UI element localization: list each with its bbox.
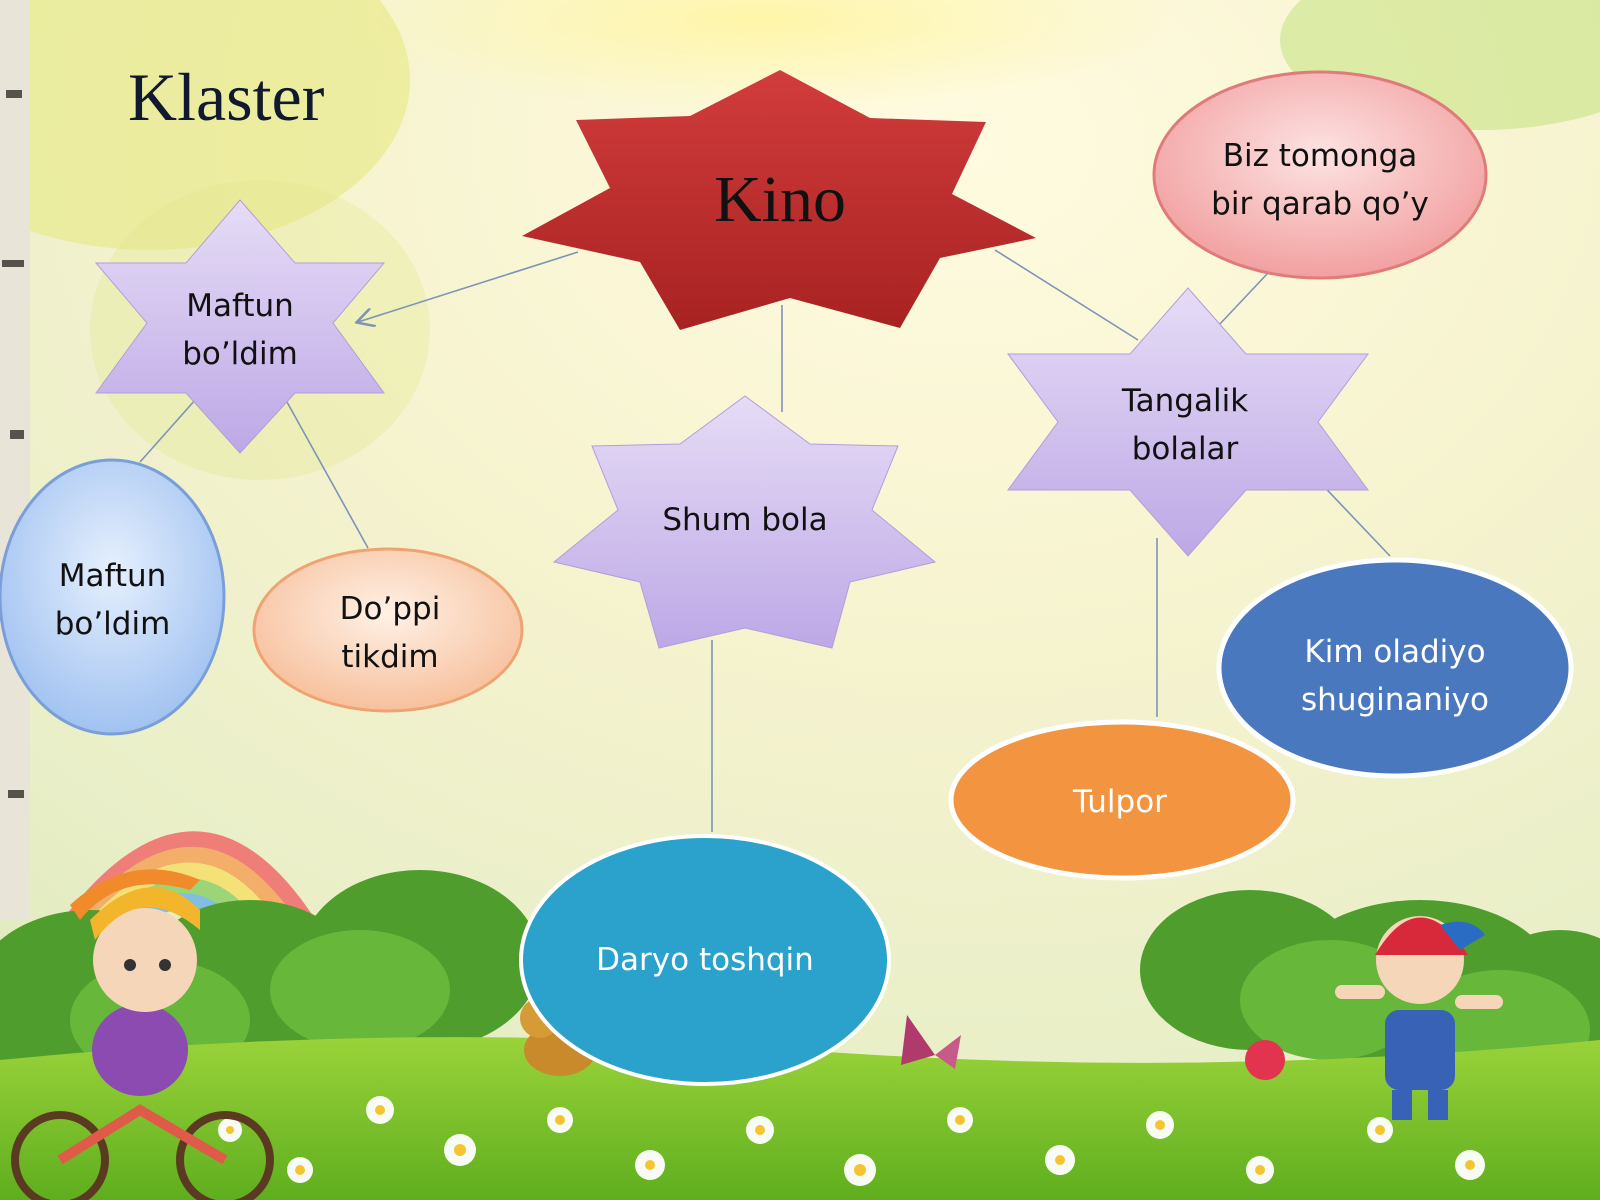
center-node-label: Kino — [640, 150, 920, 250]
node-label-tangalik: Tangalik bolalar — [1100, 375, 1270, 475]
node-maftun-star — [94, 199, 386, 454]
node-maftun-oval — [0, 458, 226, 736]
node-label-kim-oladiyo: Kim oladiyo shuginaniyo — [1270, 626, 1520, 726]
node-text-doppi: Do’ppi tikdim — [339, 591, 441, 675]
node-label-maftun-star: Maftun bo’ldim — [160, 280, 320, 380]
edge-tangalik-biz — [1217, 272, 1269, 327]
edge-maftun-doppi — [286, 401, 369, 549]
node-text-maftun-star: Maftun bo’ldim — [182, 288, 298, 372]
node-tulpor — [948, 719, 1296, 881]
node-text-shum-bola: Shum bola — [662, 502, 828, 538]
edge-kino-maftun — [358, 251, 579, 322]
node-text-daryo: Daryo toshqin — [596, 942, 814, 978]
node-text-tulpor: Tulpor — [1073, 784, 1167, 820]
slide-title: Klaster — [128, 59, 325, 135]
node-text-maftun-oval: Maftun bo’ldim — [54, 558, 171, 642]
node-text-biz-tomonga: Biz tomonga bir qarab qo’y — [1211, 138, 1429, 222]
node-label-shum-bola: Shum bola — [620, 490, 870, 550]
node-label-biz-tomonga: Biz tomonga bir qarab qo’y — [1205, 105, 1435, 255]
node-label-maftun-oval: Maftun bo’ldim — [30, 550, 195, 650]
node-label-tulpor: Tulpor — [1000, 772, 1240, 832]
node-label-daryo: Daryo toshqin — [560, 930, 850, 990]
node-shum-bola-star — [552, 395, 937, 649]
node-text-kim-oladiyo: Kim oladiyo shuginaniyo — [1301, 634, 1489, 718]
node-daryo — [519, 834, 891, 1086]
node-kim-oladiyo — [1216, 557, 1574, 779]
node-doppi — [252, 547, 524, 713]
edge-kino-tangalik — [994, 249, 1139, 341]
node-label-doppi: Do’ppi tikdim — [310, 583, 470, 683]
center-node-text: Kino — [714, 163, 846, 236]
center-node-kino — [522, 70, 1036, 330]
node-text-tangalik: Tangalik bolalar — [1121, 383, 1249, 467]
node-tangalik-star — [1007, 287, 1369, 557]
node-biz-tomonga — [1152, 70, 1488, 280]
